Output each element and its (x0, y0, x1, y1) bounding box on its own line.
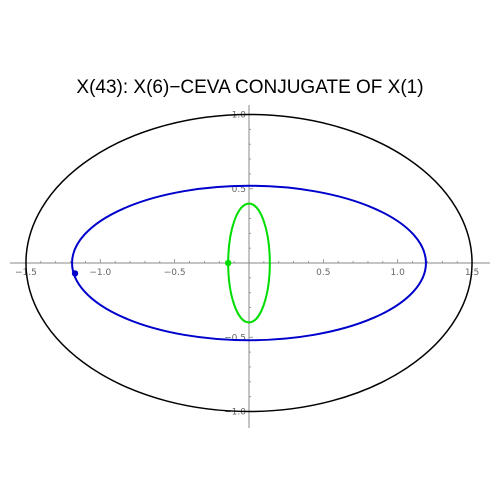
y-tick-label: −0.5 (224, 333, 246, 343)
x-tick-label: 1.0 (391, 268, 406, 278)
blue-ellipse (71, 184, 427, 342)
chart-title: X(43): X(6)−CEVA CONJUGATE OF X(1) (76, 77, 423, 98)
x-tick-label: 0.5 (316, 268, 330, 278)
x-tick-label: −0.5 (164, 268, 186, 278)
y-tick-label: 1.0 (232, 111, 247, 121)
x-tick-label: −1.0 (89, 268, 111, 278)
points (71, 259, 232, 277)
y-tick-label: −1.0 (224, 408, 246, 418)
outer-ellipse (25, 113, 473, 413)
green-point (224, 259, 232, 267)
blue-point (71, 270, 79, 277)
y-tick-label: 0.5 (232, 185, 246, 195)
